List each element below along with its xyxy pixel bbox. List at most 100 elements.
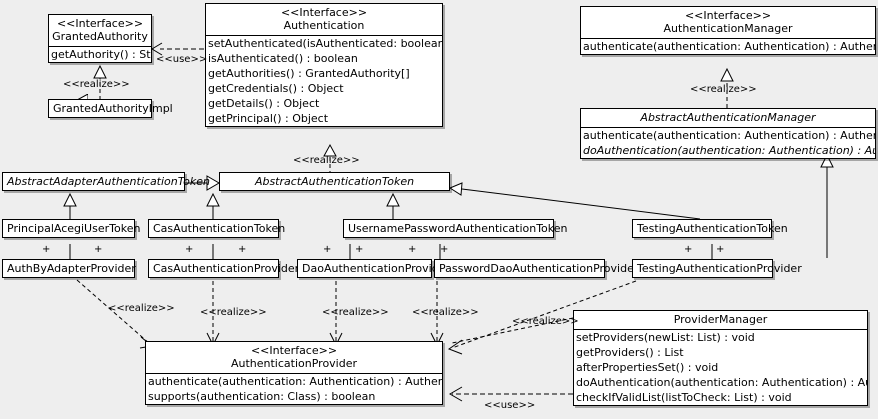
- edge-label-realize-token-authentication: <<realize>>: [293, 155, 360, 166]
- methods-compartment: authenticate(authentication: Authenticat…: [581, 38, 875, 54]
- class-name: AuthenticationManager: [663, 22, 793, 35]
- class-abstract-adapter-authentication-token[interactable]: AbstractAdapterAuthenticationToken: [2, 172, 210, 191]
- methods-compartment: setProviders(newList: List) : void getPr…: [574, 329, 867, 405]
- method-row: authenticate(authentication: Authenticat…: [583, 40, 875, 53]
- class-name: PasswordDaoAuthenticationProvider: [439, 262, 639, 275]
- class-name: ProviderManager: [673, 313, 768, 326]
- class-header: AbstractAuthenticationToken: [220, 173, 449, 190]
- class-cas-authentication-token[interactable]: CasAuthenticationToken: [148, 219, 286, 238]
- class-header: GrantedAuthorityImpl: [49, 100, 173, 117]
- class-auth-by-adapter-provider[interactable]: AuthByAdapterProvider: [2, 259, 136, 278]
- edge-label-use-provider-manager: <<use>>: [484, 400, 536, 411]
- class-header: TestingAuthenticationProvider: [633, 260, 802, 277]
- method-row: checkIfValidList(listToCheck: List) : vo…: [576, 391, 792, 404]
- class-name: UsernamePasswordAuthenticationToken: [348, 222, 568, 235]
- class-authentication-provider[interactable]: <<Interface>> AuthenticationProvider aut…: [145, 341, 443, 405]
- class-header: TestingAuthenticationToken: [633, 220, 788, 237]
- edge-label-realize-granted-impl: <<realize>>: [63, 79, 130, 90]
- method-row: authenticate(authentication: Authenticat…: [148, 375, 442, 388]
- class-header: ProviderManager: [574, 311, 867, 329]
- class-header: UsernamePasswordAuthenticationToken: [344, 220, 568, 237]
- class-principal-acegi-user-token[interactable]: PrincipalAcegiUserToken: [2, 219, 141, 238]
- method-row: setProviders(newList: List) : void: [576, 331, 755, 344]
- method-row: authenticate(authentication: Authenticat…: [583, 129, 875, 142]
- class-header: AuthByAdapterProvider: [3, 260, 136, 277]
- class-name: TestingAuthenticationProvider: [637, 262, 802, 275]
- class-header: <<Interface>> Authentication: [206, 4, 442, 35]
- class-abstract-authentication-manager[interactable]: AbstractAuthenticationManager authentica…: [580, 108, 876, 159]
- multiplicity-marker: +: [684, 244, 693, 255]
- class-testing-authentication-token[interactable]: TestingAuthenticationToken: [632, 219, 788, 238]
- class-testing-authentication-provider[interactable]: TestingAuthenticationProvider: [632, 259, 802, 278]
- multiplicity-marker: +: [355, 244, 364, 255]
- class-name: CasAuthenticationToken: [153, 222, 286, 235]
- methods-compartment: authenticate(authentication: Authenticat…: [146, 373, 442, 404]
- method-row: getAuthorities() : GrantedAuthority[]: [208, 67, 410, 80]
- edge-label-realize-password-dao: <<realize>>: [412, 307, 479, 318]
- class-name: AbstractAdapterAuthenticationToken: [7, 175, 210, 188]
- multiplicity-marker: +: [94, 244, 103, 255]
- method-row: supports(authentication: Class) : boolea…: [148, 390, 376, 403]
- class-provider-manager[interactable]: ProviderManager setProviders(newList: Li…: [573, 310, 868, 406]
- method-row: getPrincipal() : Object: [208, 112, 329, 125]
- edge-label-realize-auth-by-adapter: <<realize>>: [108, 303, 175, 314]
- class-authentication-manager[interactable]: <<Interface>> AuthenticationManager auth…: [580, 6, 876, 55]
- edge-label-realize-testing: <<realize>>: [512, 316, 579, 327]
- method-row: getCredentials() : Object: [208, 82, 344, 95]
- method-row: afterPropertiesSet() : void: [576, 361, 719, 374]
- class-header: PrincipalAcegiUserToken: [3, 220, 141, 237]
- method-row: doAuthentication(authentication: Authent…: [583, 144, 875, 157]
- class-name: CasAuthenticationProvider: [153, 262, 300, 275]
- multiplicity-marker: +: [238, 244, 247, 255]
- class-authentication[interactable]: <<Interface>> Authentication setAuthenti…: [205, 3, 443, 127]
- class-password-dao-authentication-provider[interactable]: PasswordDaoAuthenticationProvider: [434, 259, 639, 278]
- class-granted-authority-impl[interactable]: GrantedAuthorityImpl: [48, 99, 173, 118]
- class-name: AuthByAdapterProvider: [7, 262, 136, 275]
- multiplicity-marker: +: [440, 244, 449, 255]
- class-username-password-authentication-token[interactable]: UsernamePasswordAuthenticationToken: [343, 219, 568, 238]
- edge-label-realize-dao: <<realize>>: [322, 307, 389, 318]
- method-row: getProviders() : List: [576, 346, 684, 359]
- stereotype-label: <<Interface>>: [250, 344, 338, 357]
- class-name: PrincipalAcegiUserToken: [7, 222, 141, 235]
- edge-label-realize-abstract-manager: <<realize>>: [690, 84, 757, 95]
- method-row: doAuthentication(authentication: Authent…: [576, 376, 867, 389]
- class-name: Authentication: [283, 19, 365, 32]
- method-row: setAuthenticated(isAuthenticated: boolea…: [208, 37, 442, 50]
- class-header: <<Interface>> AuthenticationProvider: [146, 342, 442, 373]
- edge-label-use-authentication: <<use>>: [156, 54, 208, 65]
- class-granted-authority[interactable]: <<Interface>> GrantedAuthority getAuthor…: [48, 14, 152, 63]
- methods-compartment: authenticate(authentication: Authenticat…: [581, 127, 875, 158]
- class-abstract-authentication-token[interactable]: AbstractAuthenticationToken: [219, 172, 450, 191]
- class-header: CasAuthenticationToken: [149, 220, 286, 237]
- class-header: AbstractAuthenticationManager: [581, 109, 875, 127]
- class-header: <<Interface>> GrantedAuthority: [49, 15, 151, 46]
- class-header: CasAuthenticationProvider: [149, 260, 300, 277]
- multiplicity-marker: +: [185, 244, 194, 255]
- class-header: PasswordDaoAuthenticationProvider: [435, 260, 639, 277]
- stereotype-label: <<Interface>>: [684, 9, 772, 22]
- class-name: AbstractAuthenticationManager: [640, 111, 816, 124]
- edge-label-realize-cas: <<realize>>: [200, 307, 267, 318]
- class-cas-authentication-provider[interactable]: CasAuthenticationProvider: [148, 259, 300, 278]
- methods-compartment: getAuthority() : String: [49, 46, 151, 62]
- class-header: AbstractAdapterAuthenticationToken: [3, 173, 210, 190]
- stereotype-label: <<Interface>>: [56, 17, 144, 30]
- multiplicity-marker: +: [408, 244, 417, 255]
- method-row: getAuthority() : String: [51, 48, 151, 61]
- multiplicity-marker: +: [42, 244, 51, 255]
- class-name: GrantedAuthority: [52, 30, 148, 43]
- class-name: AuthenticationProvider: [230, 357, 358, 370]
- multiplicity-marker: +: [716, 244, 725, 255]
- class-name: DaoAuthenticationProvider: [302, 262, 450, 275]
- class-name: GrantedAuthorityImpl: [53, 102, 173, 115]
- multiplicity-marker: +: [323, 244, 332, 255]
- class-header: <<Interface>> AuthenticationManager: [581, 7, 875, 38]
- method-row: isAuthenticated() : boolean: [208, 52, 358, 65]
- class-dao-authentication-provider[interactable]: DaoAuthenticationProvider: [297, 259, 450, 278]
- class-header: DaoAuthenticationProvider: [298, 260, 450, 277]
- stereotype-label: <<Interface>>: [280, 6, 368, 19]
- methods-compartment: setAuthenticated(isAuthenticated: boolea…: [206, 35, 442, 126]
- class-name: TestingAuthenticationToken: [637, 222, 788, 235]
- method-row: getDetails() : Object: [208, 97, 320, 110]
